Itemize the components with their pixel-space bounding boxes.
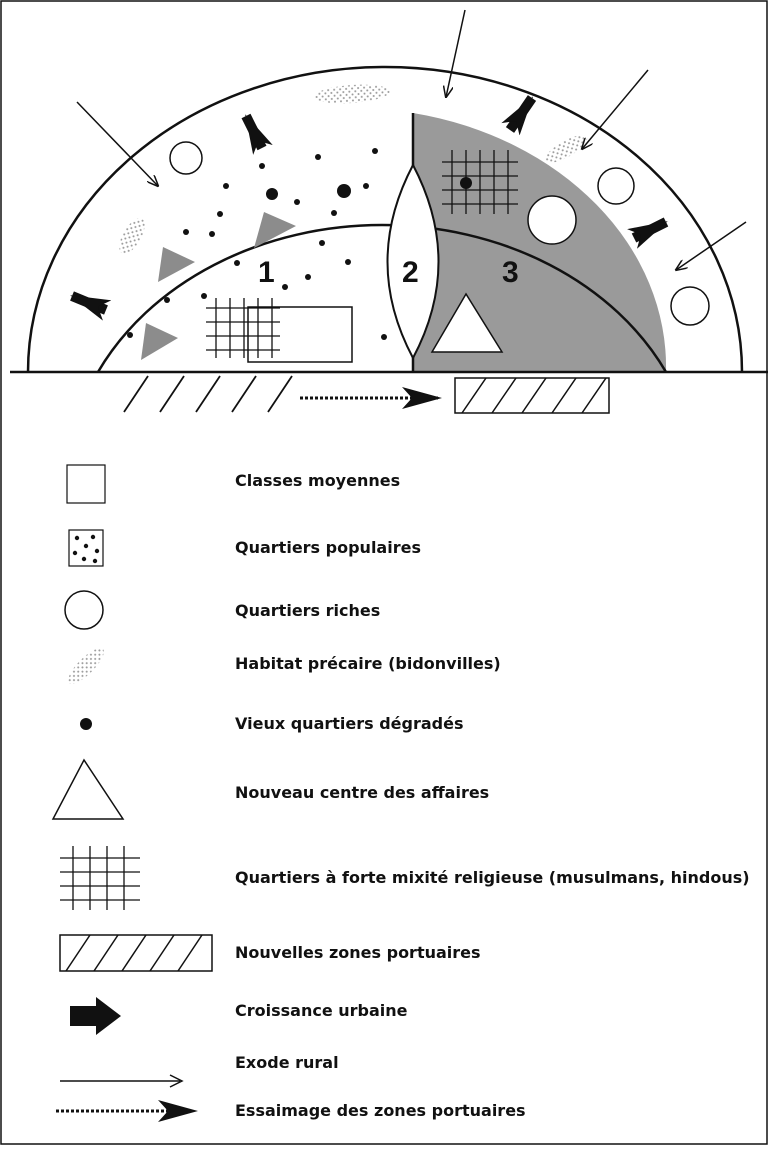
- legend-label-religious-mix: Quartiers à forte mixité religieuse (mus…: [235, 868, 750, 887]
- legend-label-new-port-zones: Nouvelles zones portuaires: [235, 943, 481, 962]
- new-port-zone: [454, 377, 610, 414]
- port-spread-dotted-arrow-icon: [56, 1100, 198, 1122]
- zone-3-religious-mix-grid: [442, 150, 518, 214]
- legend-icons: [51, 464, 213, 1122]
- zone-1-religious-mix-grid: [206, 298, 280, 358]
- legend-label-old-degraded: Vieux quartiers dégradés: [235, 714, 464, 733]
- port-zone-hatched-icon: [59, 934, 213, 972]
- city-model: 1 2 3: [10, 9, 768, 414]
- zone-1-grey-triangles: [141, 212, 296, 360]
- zone-3-number: 3: [502, 256, 519, 289]
- slum-stipple-icon: [68, 648, 104, 684]
- urban-growth-arrows: [70, 95, 669, 321]
- urban-growth-arrow-icon: [70, 997, 121, 1035]
- zone-3-rich-circle: [527, 195, 577, 245]
- old-degraded-dot-icon: [80, 718, 92, 730]
- zone-2-number: 2: [402, 256, 419, 289]
- zone-1-number: 1: [258, 256, 275, 289]
- inner-ring: [96, 223, 668, 373]
- zone-2-lens: [386, 162, 440, 361]
- business-center-triangle: [430, 292, 504, 353]
- business-center-triangle-icon: [51, 758, 125, 820]
- outer-ring: [26, 65, 744, 373]
- legend-label-rich-neighborhoods: Quartiers riches: [235, 601, 381, 620]
- legend-label-middle-class: Classes moyennes: [235, 471, 401, 490]
- legend-label-popular-neighborhoods: Quartiers populaires: [235, 538, 421, 557]
- popular-neighborhood-dotted-square-icon: [68, 529, 104, 567]
- zone-3-fill: [413, 113, 667, 372]
- zone-1-middle-class-rect: [247, 306, 353, 363]
- zone-3-degraded-dot: [460, 177, 472, 189]
- ring-slums: [119, 84, 588, 254]
- legend-label-urban-growth: Croissance urbaine: [235, 1001, 408, 1020]
- religious-mix-grid-icon: [60, 846, 140, 910]
- middle-class-square-icon: [66, 464, 106, 504]
- old-port-hatching: [123, 375, 293, 413]
- legend-label-rural-exodus: Exode rural: [235, 1053, 339, 1072]
- ring-rich-circles: [169, 141, 710, 326]
- legend-label-business-center: Nouveau centre des affaires: [235, 783, 490, 802]
- rich-neighborhood-circle-icon: [64, 590, 104, 630]
- legend-label-port-spread: Essaimage des zones portuaires: [235, 1101, 526, 1120]
- rural-exodus-arrow-icon: [60, 1074, 184, 1088]
- rural-exodus-arrows: [76, 9, 747, 270]
- popular-neighborhood-dots: [127, 148, 387, 340]
- legend-label-slums: Habitat précaire (bidonvilles): [235, 654, 501, 673]
